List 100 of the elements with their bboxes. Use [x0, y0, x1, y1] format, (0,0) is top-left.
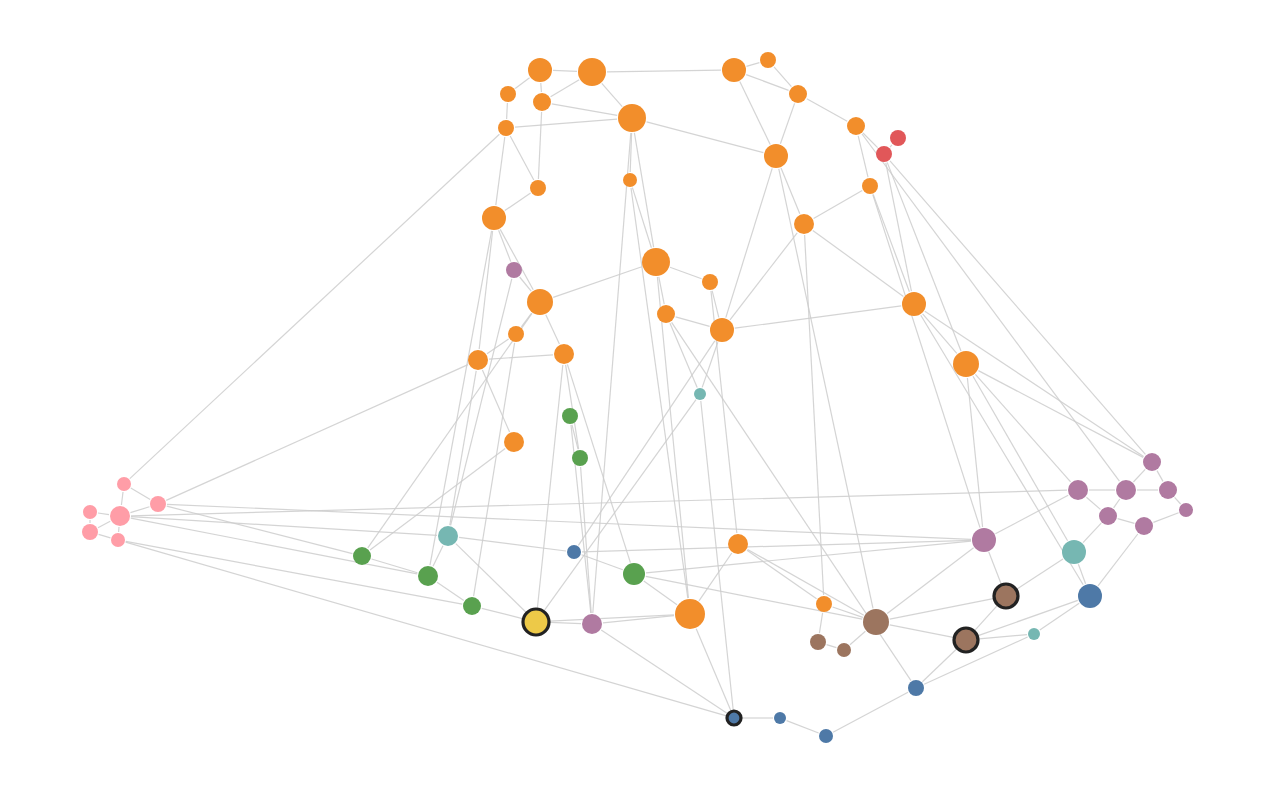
edge-line [658, 276, 665, 305]
edge-line [506, 102, 508, 120]
edge-line [1039, 602, 1080, 631]
node-dot [623, 563, 645, 585]
edge-line [780, 167, 801, 215]
edge-line [646, 121, 764, 154]
node-dot [110, 506, 130, 526]
edge-line [977, 599, 1079, 637]
node-dot [1078, 584, 1102, 608]
node-dot [83, 505, 97, 519]
node-dot [1135, 517, 1153, 535]
edge-line [734, 305, 902, 329]
edge-line [552, 69, 578, 72]
edge-line [549, 614, 675, 622]
edge-line [481, 607, 523, 620]
edge-line [773, 66, 792, 88]
edge-line [520, 312, 533, 328]
node-dot [1143, 453, 1161, 471]
edge-line [120, 491, 124, 506]
node-dot [111, 533, 125, 547]
edge-line [923, 636, 1029, 685]
edge-line [974, 605, 998, 631]
edge-line [1174, 496, 1182, 505]
node-dot [722, 58, 746, 82]
node-dot [694, 388, 706, 400]
edge-line [1097, 533, 1139, 587]
edge-line [118, 526, 120, 533]
node-dot [468, 350, 488, 370]
edge-line [988, 551, 1002, 585]
node-dot [117, 477, 131, 491]
edge-line [432, 545, 444, 567]
node-dot [908, 680, 924, 696]
node-dot [764, 144, 788, 168]
node-dot [972, 528, 996, 552]
edge-line [889, 598, 994, 620]
node-dot [572, 450, 588, 466]
edge-line [450, 278, 513, 526]
edge-line [669, 266, 703, 280]
outlined-node-dot [952, 626, 980, 654]
edge-line [580, 466, 592, 614]
node-dot [1116, 480, 1136, 500]
node-dot [702, 274, 718, 290]
edge-line [495, 136, 506, 206]
edge-line [832, 606, 864, 618]
node-dot [953, 351, 979, 377]
edge-line [695, 628, 732, 712]
edge-line [786, 720, 820, 734]
node-dot [482, 206, 506, 230]
edge-line [166, 503, 972, 540]
node-dot [1179, 503, 1193, 517]
node-dot [498, 120, 514, 136]
edge-line [537, 111, 543, 180]
edge-line [729, 232, 798, 321]
edge-line [862, 132, 879, 149]
edge-line [486, 338, 510, 355]
edge-line [577, 340, 716, 546]
edge-line [669, 322, 698, 389]
edge-line [130, 516, 438, 536]
edge-line [129, 506, 150, 514]
edge-line [725, 167, 773, 319]
node-dot [863, 609, 889, 635]
node-dot [82, 524, 98, 540]
edge-line [367, 312, 533, 549]
edge-line [889, 144, 893, 148]
edge-line [130, 489, 1068, 517]
edge-line [629, 132, 633, 173]
edge-line [643, 580, 678, 606]
edge-line [429, 230, 493, 566]
node-dot [876, 146, 892, 162]
edge-line [746, 549, 818, 600]
node-dot [816, 596, 832, 612]
edge-line [165, 364, 469, 501]
node-dot [528, 58, 552, 82]
node-dot [1062, 540, 1086, 564]
node-dot [819, 729, 833, 743]
edge-line [543, 399, 697, 612]
edge-line [745, 74, 790, 91]
edge-line [570, 424, 592, 614]
edge-line [97, 520, 111, 529]
edge-line [545, 314, 560, 345]
edge-line [920, 314, 1084, 586]
edge-line [671, 321, 912, 682]
edge-line [1117, 518, 1135, 524]
edge-line [710, 290, 738, 534]
node-dot [1068, 480, 1088, 500]
node-dot [418, 566, 438, 586]
edge-line [630, 187, 689, 599]
edge-line [455, 543, 527, 613]
edge-line [645, 540, 972, 574]
edge-line [826, 644, 837, 649]
edge-line [978, 634, 1028, 640]
edge-line [1132, 468, 1146, 483]
edge-line [701, 341, 719, 388]
node-dot [618, 104, 646, 132]
edge-line [885, 162, 912, 292]
node-dot [1028, 628, 1040, 640]
edge-line [806, 98, 848, 122]
node-dot [890, 130, 906, 146]
edge-line [832, 691, 909, 733]
edge-line [369, 448, 506, 551]
